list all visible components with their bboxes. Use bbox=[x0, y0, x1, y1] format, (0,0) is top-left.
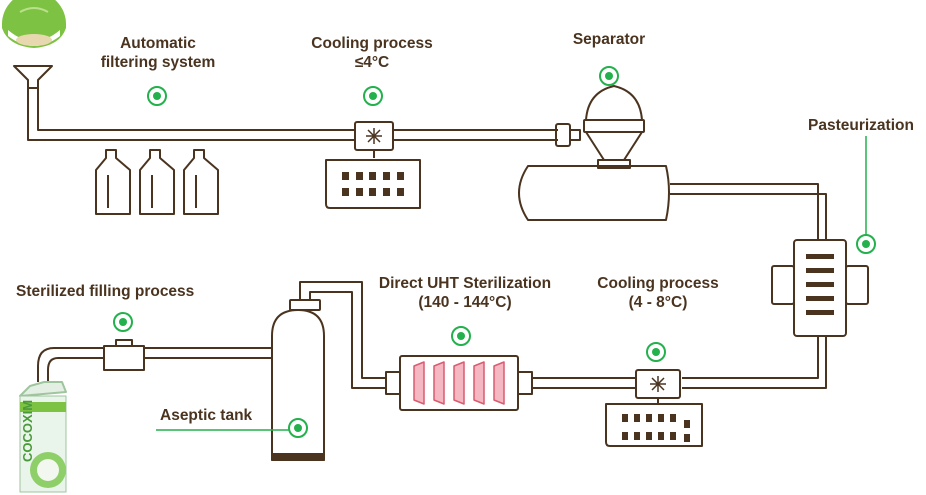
main-pipe-top bbox=[27, 88, 558, 141]
label-pasteurization: Pasteurization bbox=[808, 117, 914, 134]
label-automatic-filtering: Automatic filtering system bbox=[88, 34, 228, 72]
marker-uht bbox=[451, 326, 471, 346]
label-filtering-line2: filtering system bbox=[100, 54, 216, 71]
label-cooling1-line2: ≤4°C bbox=[354, 54, 390, 71]
package-brand-text: COCOXIM bbox=[20, 400, 35, 462]
label-uht-sterilization: Direct UHT Sterilization (140 - 144°C) bbox=[362, 274, 568, 312]
uht-sterilizer bbox=[385, 355, 533, 411]
label-uht-line2: (140 - 144°C) bbox=[418, 294, 512, 311]
marker-pasteurization bbox=[856, 234, 876, 254]
filling-valve bbox=[103, 339, 145, 371]
marker-aseptic-tank bbox=[288, 418, 308, 438]
label-cooling2-line1: Cooling process bbox=[597, 275, 719, 292]
coconut-water-package: COCOXIM bbox=[19, 381, 67, 493]
cooling-unit-2 bbox=[605, 369, 703, 447]
pipe-to-filler bbox=[144, 347, 272, 359]
markers bbox=[113, 66, 876, 438]
pipe-to-uht bbox=[532, 377, 636, 389]
label-uht-line1: Direct UHT Sterilization bbox=[378, 275, 552, 292]
label-sterilized-filling: Sterilized filling process bbox=[16, 283, 195, 300]
leader-lines bbox=[156, 136, 867, 431]
aseptic-tank bbox=[271, 299, 325, 461]
filter-bottles bbox=[95, 149, 219, 215]
label-filtering-line1: Automatic bbox=[120, 35, 196, 52]
label-cooling-process-1: Cooling process ≤4°C bbox=[292, 34, 452, 72]
separator-machine bbox=[518, 85, 670, 221]
pipe-to-package bbox=[37, 347, 104, 382]
pipe-to-pasteurizer bbox=[670, 183, 827, 240]
label-cooling2-line2: (4 - 8°C) bbox=[628, 294, 688, 311]
coconut-icon bbox=[2, 0, 66, 48]
return-pipe bbox=[682, 336, 827, 389]
label-cooling-process-2: Cooling process (4 - 8°C) bbox=[580, 274, 736, 312]
funnel-icon bbox=[13, 65, 53, 89]
pasteurizer-unit bbox=[771, 239, 869, 337]
label-aseptic-tank: Aseptic tank bbox=[160, 407, 253, 424]
label-separator: Separator bbox=[572, 31, 646, 48]
pipe-to-tank bbox=[299, 281, 386, 389]
label-cooling1-line1: Cooling process bbox=[311, 35, 433, 52]
marker-sterilized-filling bbox=[113, 312, 133, 332]
marker-cooling-2 bbox=[646, 342, 666, 362]
marker-filtering bbox=[147, 86, 167, 106]
cooling-unit-1 bbox=[325, 121, 421, 209]
marker-separator bbox=[599, 66, 619, 86]
marker-cooling-1 bbox=[363, 86, 383, 106]
